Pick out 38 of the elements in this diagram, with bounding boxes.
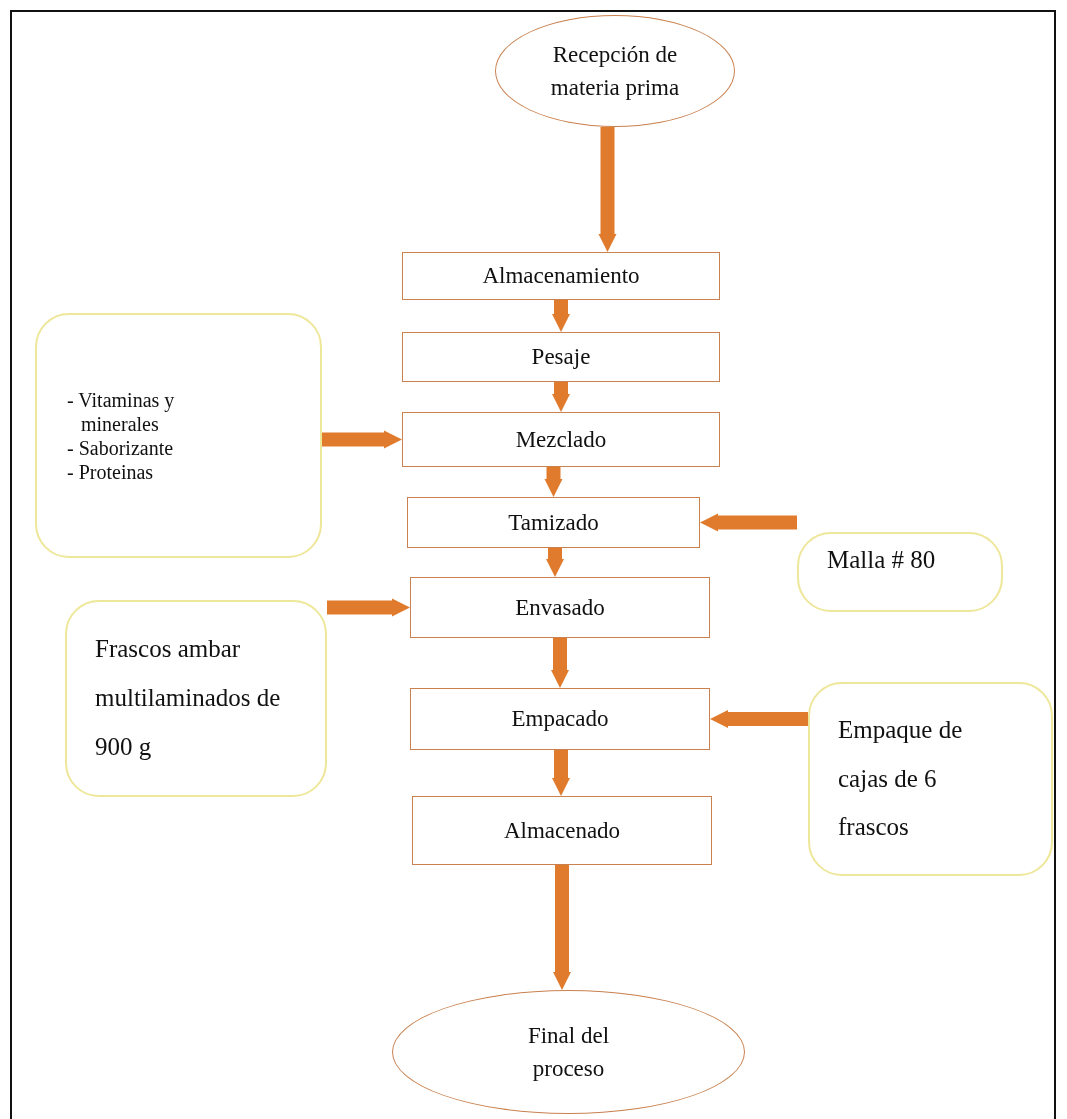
node-label: Almacenado bbox=[503, 817, 621, 844]
process-box bbox=[407, 497, 700, 548]
node-label: Frascos ambar multilaminados de 900 g bbox=[95, 634, 282, 762]
node-label: Final del proceso bbox=[526, 1021, 611, 1083]
block-arrow bbox=[327, 598, 410, 617]
block-arrow bbox=[710, 710, 808, 728]
input-box bbox=[797, 532, 1003, 612]
input-box bbox=[35, 313, 322, 558]
node-label: Empacado bbox=[511, 706, 609, 732]
node-label: Malla # 80 bbox=[827, 545, 936, 575]
node-label: Empaque de cajas de 6 frascos bbox=[838, 714, 964, 843]
block-arrow bbox=[544, 467, 563, 497]
process-box bbox=[410, 577, 710, 638]
input-box bbox=[65, 600, 327, 797]
process-box bbox=[402, 252, 720, 300]
process-box bbox=[402, 412, 720, 467]
block-arrow bbox=[552, 750, 570, 796]
list-item: - Vitaminas y minerales bbox=[67, 387, 176, 436]
node-label: Almacenamiento bbox=[482, 263, 640, 289]
block-arrow bbox=[552, 382, 570, 412]
block-arrow bbox=[551, 638, 569, 688]
list-item: - Saborizante bbox=[67, 435, 175, 460]
block-arrow bbox=[553, 865, 571, 990]
node-label: Mezclado bbox=[515, 426, 607, 453]
block-arrow bbox=[552, 300, 570, 332]
node-label: Tamizado bbox=[508, 509, 599, 536]
node-label: Envasado bbox=[515, 594, 605, 621]
node-label: Recepción de materia prima bbox=[549, 40, 681, 102]
node-label: Pesaje bbox=[531, 344, 591, 370]
process-box bbox=[410, 688, 710, 750]
block-arrow bbox=[322, 430, 402, 449]
block-arrow bbox=[546, 548, 564, 577]
process-box bbox=[412, 796, 712, 865]
process-box bbox=[402, 332, 720, 382]
list-item: - Proteinas bbox=[67, 459, 155, 484]
block-arrow bbox=[598, 127, 617, 252]
input-box bbox=[808, 682, 1053, 876]
block-arrow bbox=[700, 513, 797, 532]
